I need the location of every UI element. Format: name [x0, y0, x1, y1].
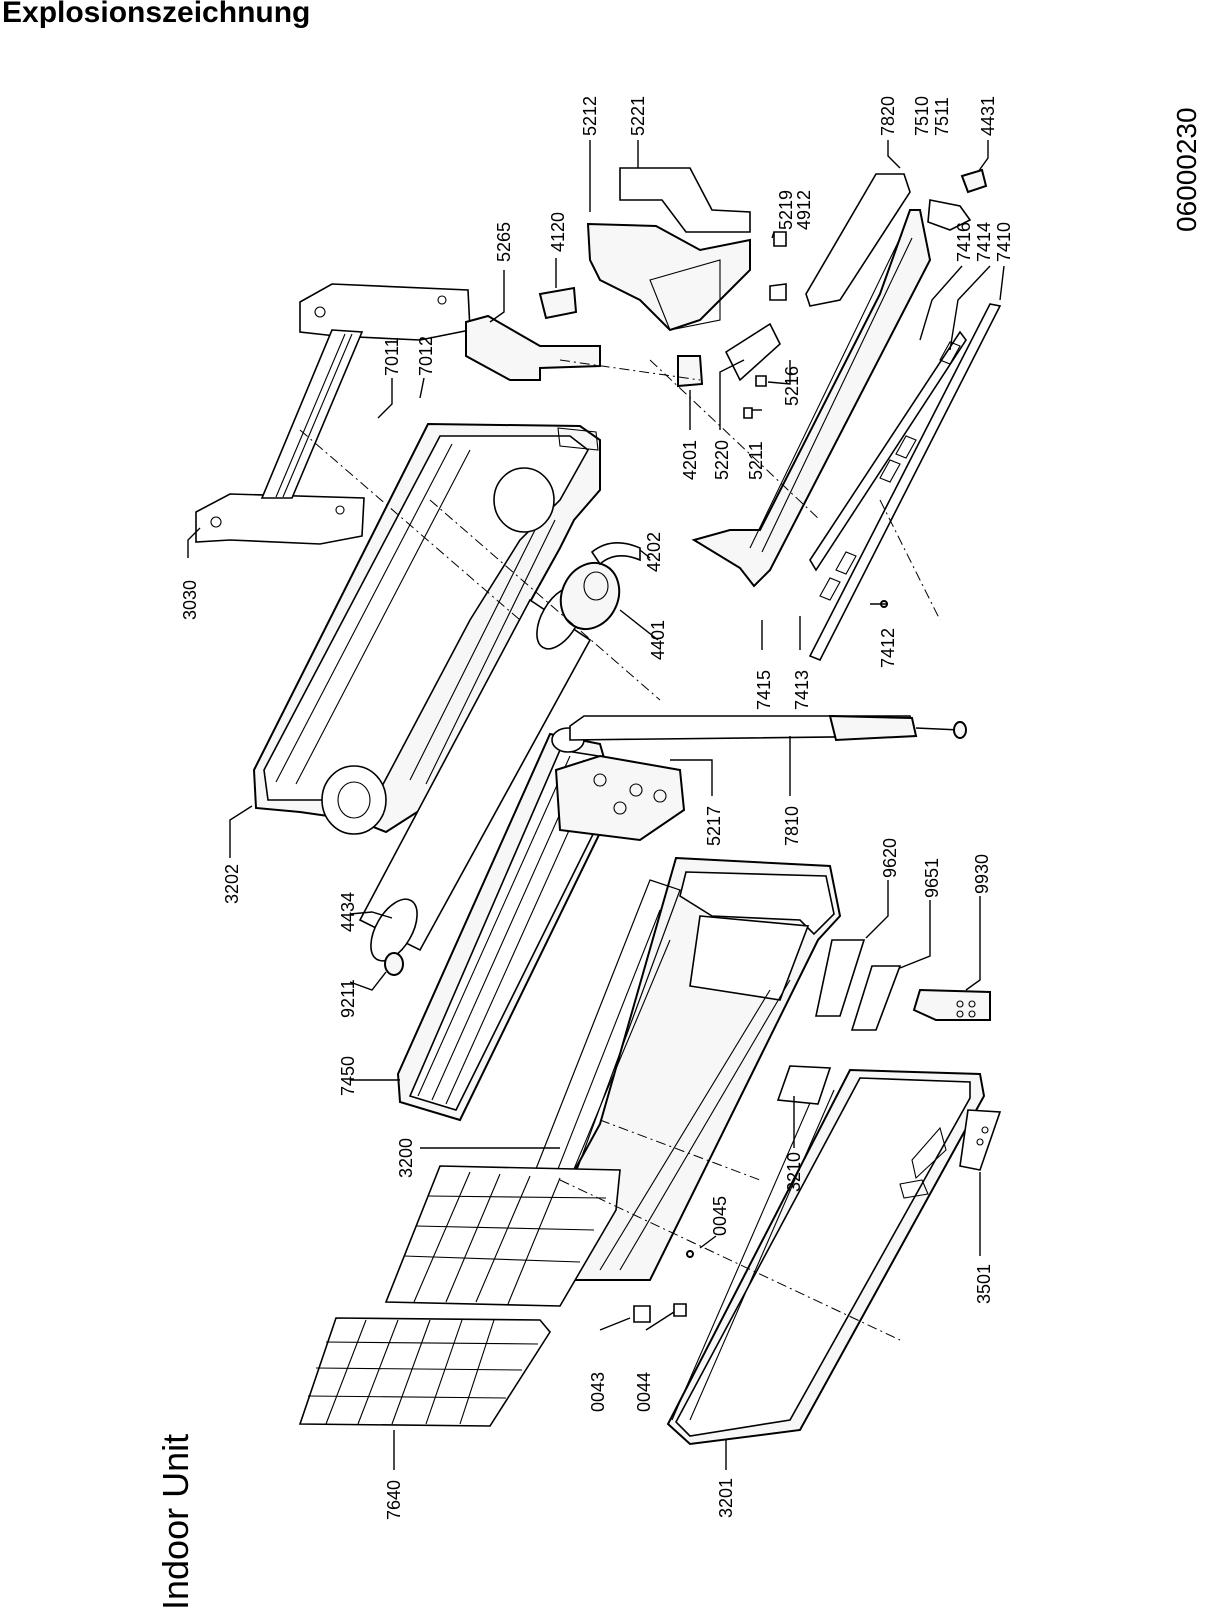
clip-0043	[633, 1305, 651, 1323]
clip-5211	[743, 407, 753, 419]
screw-0045	[686, 1250, 694, 1258]
part-label: 7410	[994, 222, 1014, 262]
drain-hose-7810	[569, 714, 967, 742]
control-box-5212	[586, 222, 751, 332]
part-label: 4431	[978, 96, 998, 136]
part-label: 7820	[878, 96, 898, 136]
part-label: 7511	[932, 97, 952, 136]
drain-pipe-7820	[805, 173, 911, 307]
part-label: 7416	[954, 222, 974, 262]
part-label: 7011	[382, 337, 402, 376]
horizontal-vane-7410	[808, 303, 1002, 662]
vane-motor-bracket-7511	[927, 199, 972, 231]
part-label: 3201	[716, 1478, 736, 1518]
part-label: 0044	[634, 1372, 654, 1412]
part-label: 5265	[494, 222, 514, 262]
part-label: 3202	[222, 864, 242, 904]
part-label: 7450	[338, 1056, 358, 1096]
display-3501	[959, 1109, 1002, 1171]
part-label: 4120	[548, 212, 568, 252]
part-label: 7412	[878, 628, 898, 668]
part-label: 7415	[754, 670, 774, 710]
bearing-9211	[384, 952, 404, 976]
air-filter-7640	[298, 1317, 551, 1427]
terminal-block-5220	[724, 322, 781, 382]
part-label: 7012	[416, 336, 436, 376]
part-label: 4434	[338, 892, 358, 932]
part-label: 9620	[880, 838, 900, 878]
sensor-5219	[773, 231, 787, 247]
transformer-4120	[538, 286, 578, 320]
part-label: 9651	[922, 858, 942, 898]
air-filter-upper	[384, 1165, 621, 1307]
capacitor-4201	[677, 355, 704, 388]
part-label: 7510	[912, 96, 932, 136]
part-label: 3501	[974, 1264, 994, 1304]
part-label: 7640	[384, 1480, 404, 1520]
bracket-5265	[465, 314, 601, 381]
remote-control-9930	[912, 988, 991, 1021]
part-label: 4201	[680, 440, 700, 480]
chassis-3202	[252, 422, 601, 835]
part-label: 5211	[746, 441, 766, 480]
part-label: 4202	[644, 532, 664, 572]
part-label: 4912	[794, 190, 814, 230]
fan-motor-4401	[559, 561, 621, 631]
part-label: 3200	[396, 1138, 416, 1178]
pipe-assembly-5217	[554, 754, 686, 842]
mounting-plate-3030	[195, 283, 471, 545]
terminal-cover-3210	[776, 1065, 832, 1105]
part-label: 0043	[588, 1372, 608, 1412]
display-board-9620	[815, 939, 866, 1017]
part-label: 7413	[792, 670, 812, 710]
part-label: 4401	[648, 620, 668, 660]
assembly-lines	[299, 359, 941, 1341]
part-label: 9211	[338, 979, 358, 1018]
part-label: 0045	[710, 1196, 730, 1236]
sensor-5216	[755, 375, 767, 387]
clip-0044	[673, 1303, 687, 1317]
subtitle-indoor-unit: Indoor Unit	[155, 1434, 196, 1610]
louver-blades-7413	[809, 330, 967, 601]
part-label: 5220	[712, 440, 732, 480]
part-label: 5221	[628, 96, 648, 136]
part-label: 7810	[782, 806, 802, 846]
leader-lines	[187, 140, 1005, 1470]
receiver-board-9651	[850, 965, 902, 1031]
front-panel-3201	[666, 1068, 986, 1446]
part-label: 5212	[580, 96, 600, 136]
part-label: 5219	[776, 190, 796, 230]
motor-clamp-4202	[590, 542, 641, 566]
stepping-motor-4431	[960, 168, 988, 194]
part-labels: 3030 3202 4434 9211 7450 3200 7640 0043 …	[180, 96, 1014, 1520]
sensor-4912	[769, 283, 787, 301]
page-title: Explosionszeichnung	[2, 0, 311, 29]
part-label: 9930	[972, 854, 992, 894]
document-number: 06000230	[1171, 107, 1202, 232]
box-cover-5221	[619, 167, 751, 233]
part-label: 5216	[782, 366, 802, 406]
part-label: 3210	[784, 1152, 804, 1192]
part-label: 3030	[180, 580, 200, 620]
part-label: 5217	[704, 806, 724, 846]
part-label: 7414	[974, 222, 994, 262]
louver-frame-7415	[691, 209, 932, 588]
